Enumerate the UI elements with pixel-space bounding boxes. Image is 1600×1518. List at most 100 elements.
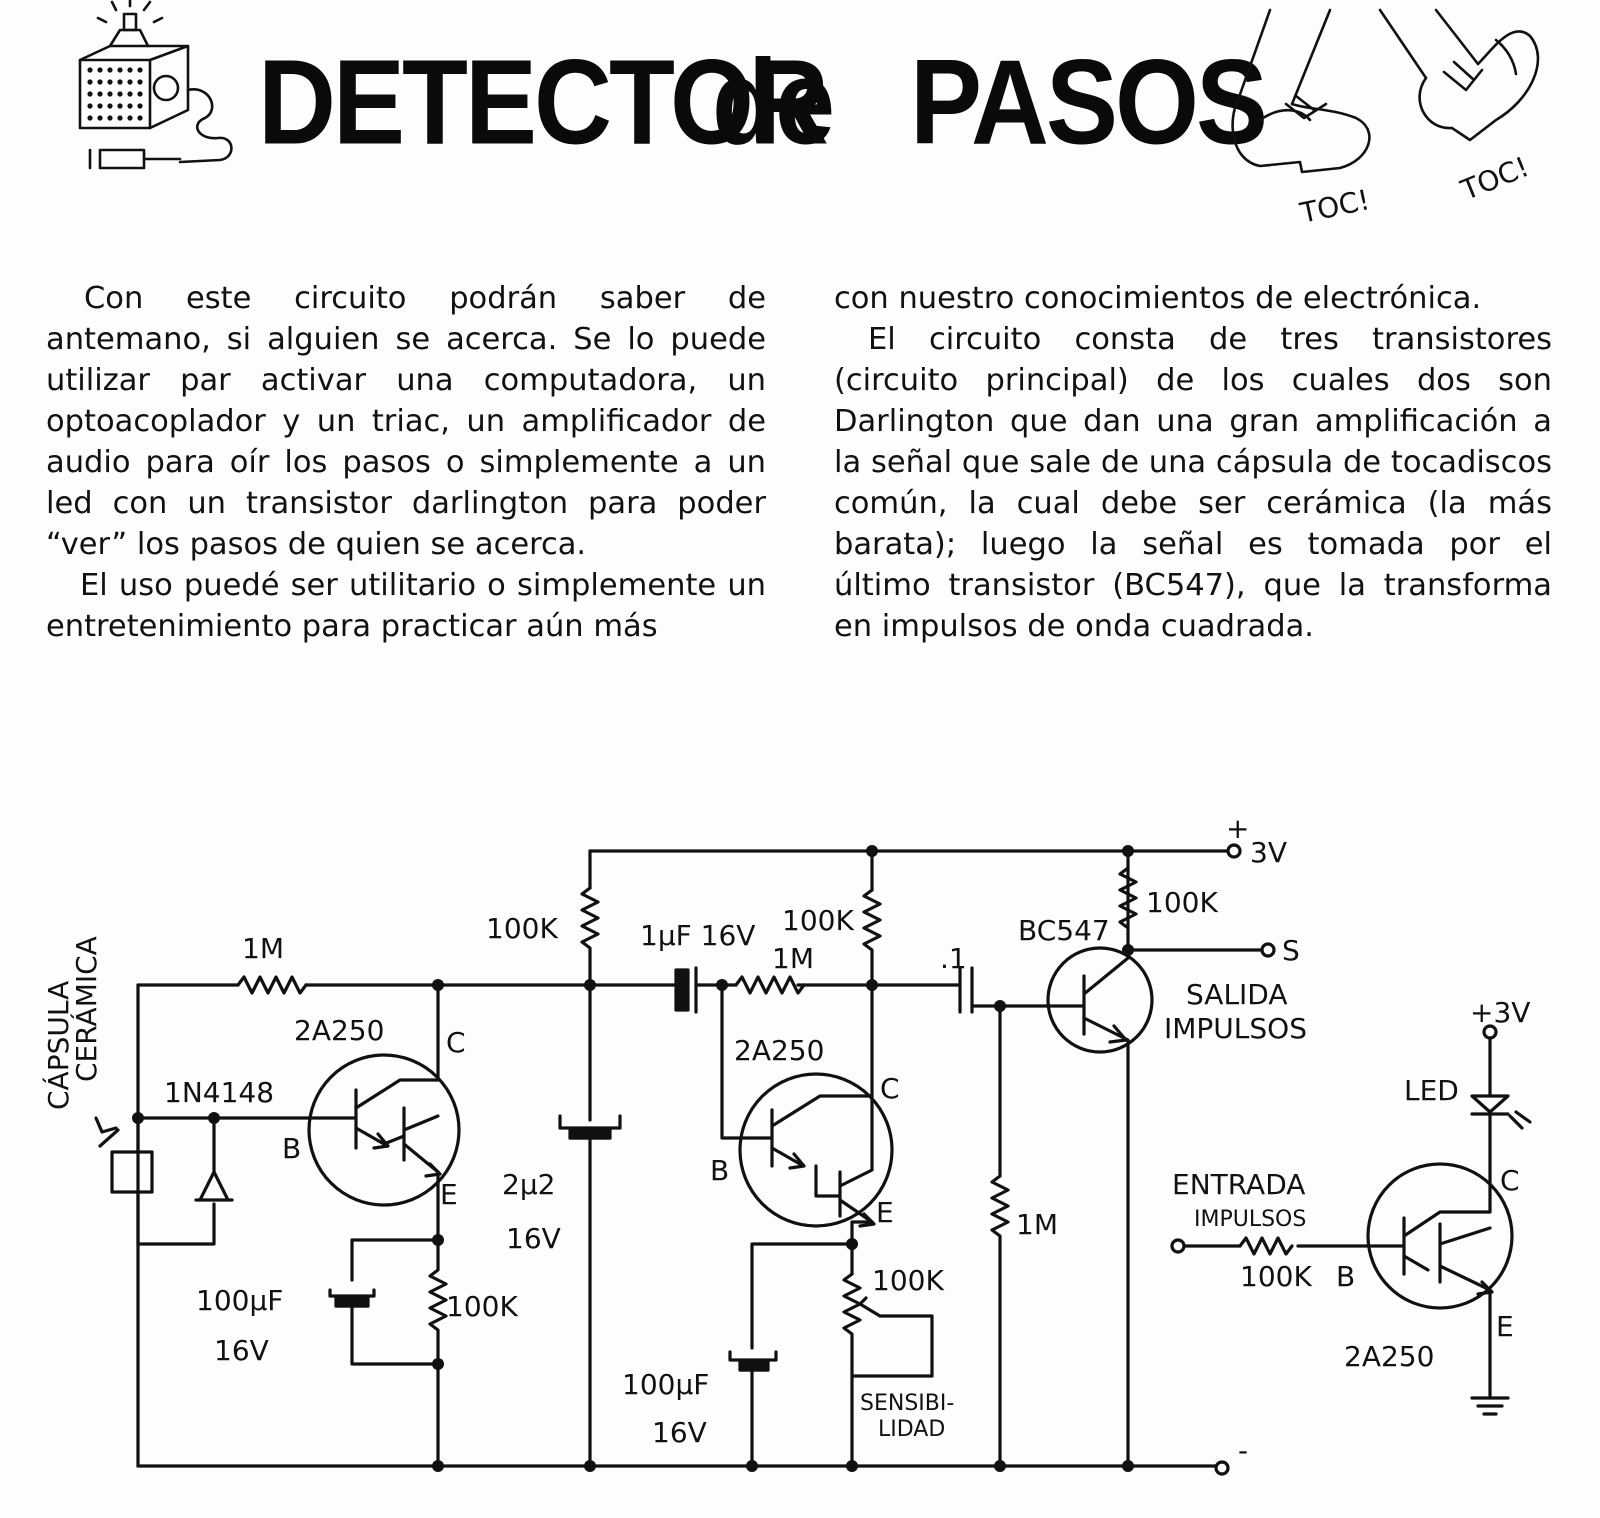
led	[1470, 1094, 1510, 1116]
label-c-1uf: 1µF 16V	[640, 919, 755, 952]
junction-dot	[584, 979, 596, 991]
label-c-100uf-2-v: 16V	[652, 1416, 707, 1449]
article-right-column: con nuestro conocimientos de electrónica…	[834, 278, 1552, 647]
label-r-100k-q3: 100K	[1146, 886, 1218, 919]
label-q4-b: B	[1336, 1260, 1355, 1293]
junction-dot	[846, 1238, 858, 1250]
label-s-terminal: S	[1282, 934, 1300, 967]
paragraph: con nuestro conocimientos de electrónica…	[834, 281, 1482, 316]
label-capsula: CÁPSULA	[41, 981, 75, 1110]
label-c-100uf-2: 100µF	[622, 1368, 709, 1401]
label-diode: 1N4148	[164, 1076, 274, 1109]
junction-dot	[866, 845, 878, 857]
label-r-100k-top1: 100K	[486, 912, 558, 945]
label-q1-c: C	[446, 1026, 466, 1059]
junction-dot	[716, 979, 728, 991]
junction-dot	[994, 1000, 1006, 1012]
label-r-1m-input: 1M	[242, 932, 284, 965]
label-r-1m-right: 1M	[1016, 1208, 1058, 1241]
transistor-q1	[307, 1053, 461, 1207]
resistor-100k-top1	[580, 886, 600, 987]
label-q2-c: C	[880, 1072, 900, 1105]
ground-symbol	[1470, 1396, 1510, 1416]
label-r-100k-led: 100K	[1240, 1260, 1312, 1293]
resistor-1m-input	[236, 975, 308, 995]
label-r-100k-top2: 100K	[782, 904, 854, 937]
ceramic-capsule	[110, 1150, 154, 1194]
article-left-column: Con este circuito podrán saber de antema…	[46, 278, 766, 647]
label-c-2u2: 2µ2	[502, 1168, 555, 1201]
wire	[350, 1304, 440, 1366]
label-q2-e: E	[876, 1196, 894, 1229]
resistor-1m-right	[990, 1174, 1010, 1468]
label-q2-type: 2A250	[734, 1034, 824, 1067]
transistor-q2	[738, 1072, 894, 1228]
label-ceramica: CERÁMICA	[69, 936, 103, 1082]
transistor-q3	[1046, 946, 1154, 1054]
title-word-detector: DETECTOR	[258, 33, 829, 169]
label-r-100k-e1: 100K	[446, 1290, 518, 1323]
label-q4-c: C	[1500, 1164, 1520, 1197]
junction-dot	[432, 1460, 444, 1472]
label-minus: -	[1238, 1434, 1248, 1467]
terminal-s	[1260, 942, 1276, 958]
transistor-q4	[1366, 1162, 1514, 1310]
junction-dot	[846, 1460, 858, 1472]
wire	[136, 1116, 216, 1246]
paragraph: Con este circuito podrán saber de antema…	[46, 281, 766, 562]
label-salida-2: IMPULSOS	[1164, 1012, 1307, 1045]
junction-dot	[432, 979, 444, 991]
junction-dot	[866, 979, 878, 991]
resistor-1m-mid	[734, 975, 806, 995]
label-q4-e: E	[1496, 1310, 1514, 1343]
junction-dot	[1122, 845, 1134, 857]
title-word-pasos: PASOS	[910, 33, 1268, 169]
paragraph: El circuito consta de tres transistores …	[834, 322, 1552, 644]
wire	[350, 1238, 440, 1282]
resistor-100k-e1	[428, 1238, 448, 1468]
junction-dot	[584, 1460, 596, 1472]
label-sensibilidad-1: SENSIBI-	[860, 1391, 954, 1416]
label-q4-type: 2A250	[1344, 1340, 1434, 1373]
capacitor-1uf	[674, 968, 690, 1012]
label-q1-type: 2A250	[294, 1014, 384, 1047]
label-q1-e: E	[440, 1178, 458, 1211]
label-vcc: 3V	[1250, 836, 1287, 869]
label-q2-b: B	[710, 1154, 729, 1187]
label-q1-b: B	[282, 1132, 301, 1165]
label-c-100uf-1: 100µF	[196, 1284, 283, 1317]
label-plus: +	[1226, 812, 1249, 845]
label-sensibilidad-2: LIDAD	[878, 1417, 945, 1442]
junction-dot	[208, 1112, 220, 1124]
label-led-plus-3v: +3V	[1470, 996, 1530, 1029]
label-entrada-2: IMPULSOS	[1194, 1207, 1306, 1232]
potentiometer-100k	[842, 1272, 862, 1468]
terminal-minus	[1214, 1460, 1230, 1476]
wire	[720, 983, 774, 1140]
label-c-0-1: .1	[940, 942, 967, 975]
wire	[750, 1242, 854, 1350]
resistor-100k-led	[1238, 1236, 1294, 1256]
paragraph: El uso puedé ser utilitario o simplement…	[46, 568, 766, 644]
junction-dot	[132, 1112, 144, 1124]
junction-dot	[1122, 944, 1134, 956]
junction-dot	[994, 1460, 1006, 1472]
resistor-100k-q3	[1118, 866, 1138, 930]
wire	[382, 1134, 406, 1146]
diode-1n4148	[194, 1170, 234, 1202]
label-entrada-1: ENTRADA	[1172, 1168, 1305, 1201]
junction-dot	[432, 1234, 444, 1246]
title-word-de: de	[712, 33, 835, 169]
label-q3-type: BC547	[1018, 914, 1110, 947]
label-pot-100k: 100K	[872, 1264, 944, 1297]
shoes-illustration	[1231, 8, 1540, 174]
resistor-100k-top2	[862, 888, 882, 987]
junction-dot	[746, 1460, 758, 1472]
label-led: LED	[1404, 1074, 1459, 1107]
label-c-2u2-v: 16V	[506, 1222, 561, 1255]
terminal-3v	[1226, 843, 1242, 859]
label-salida-1: SALIDA	[1186, 978, 1288, 1011]
junction-dot	[1122, 1460, 1134, 1472]
